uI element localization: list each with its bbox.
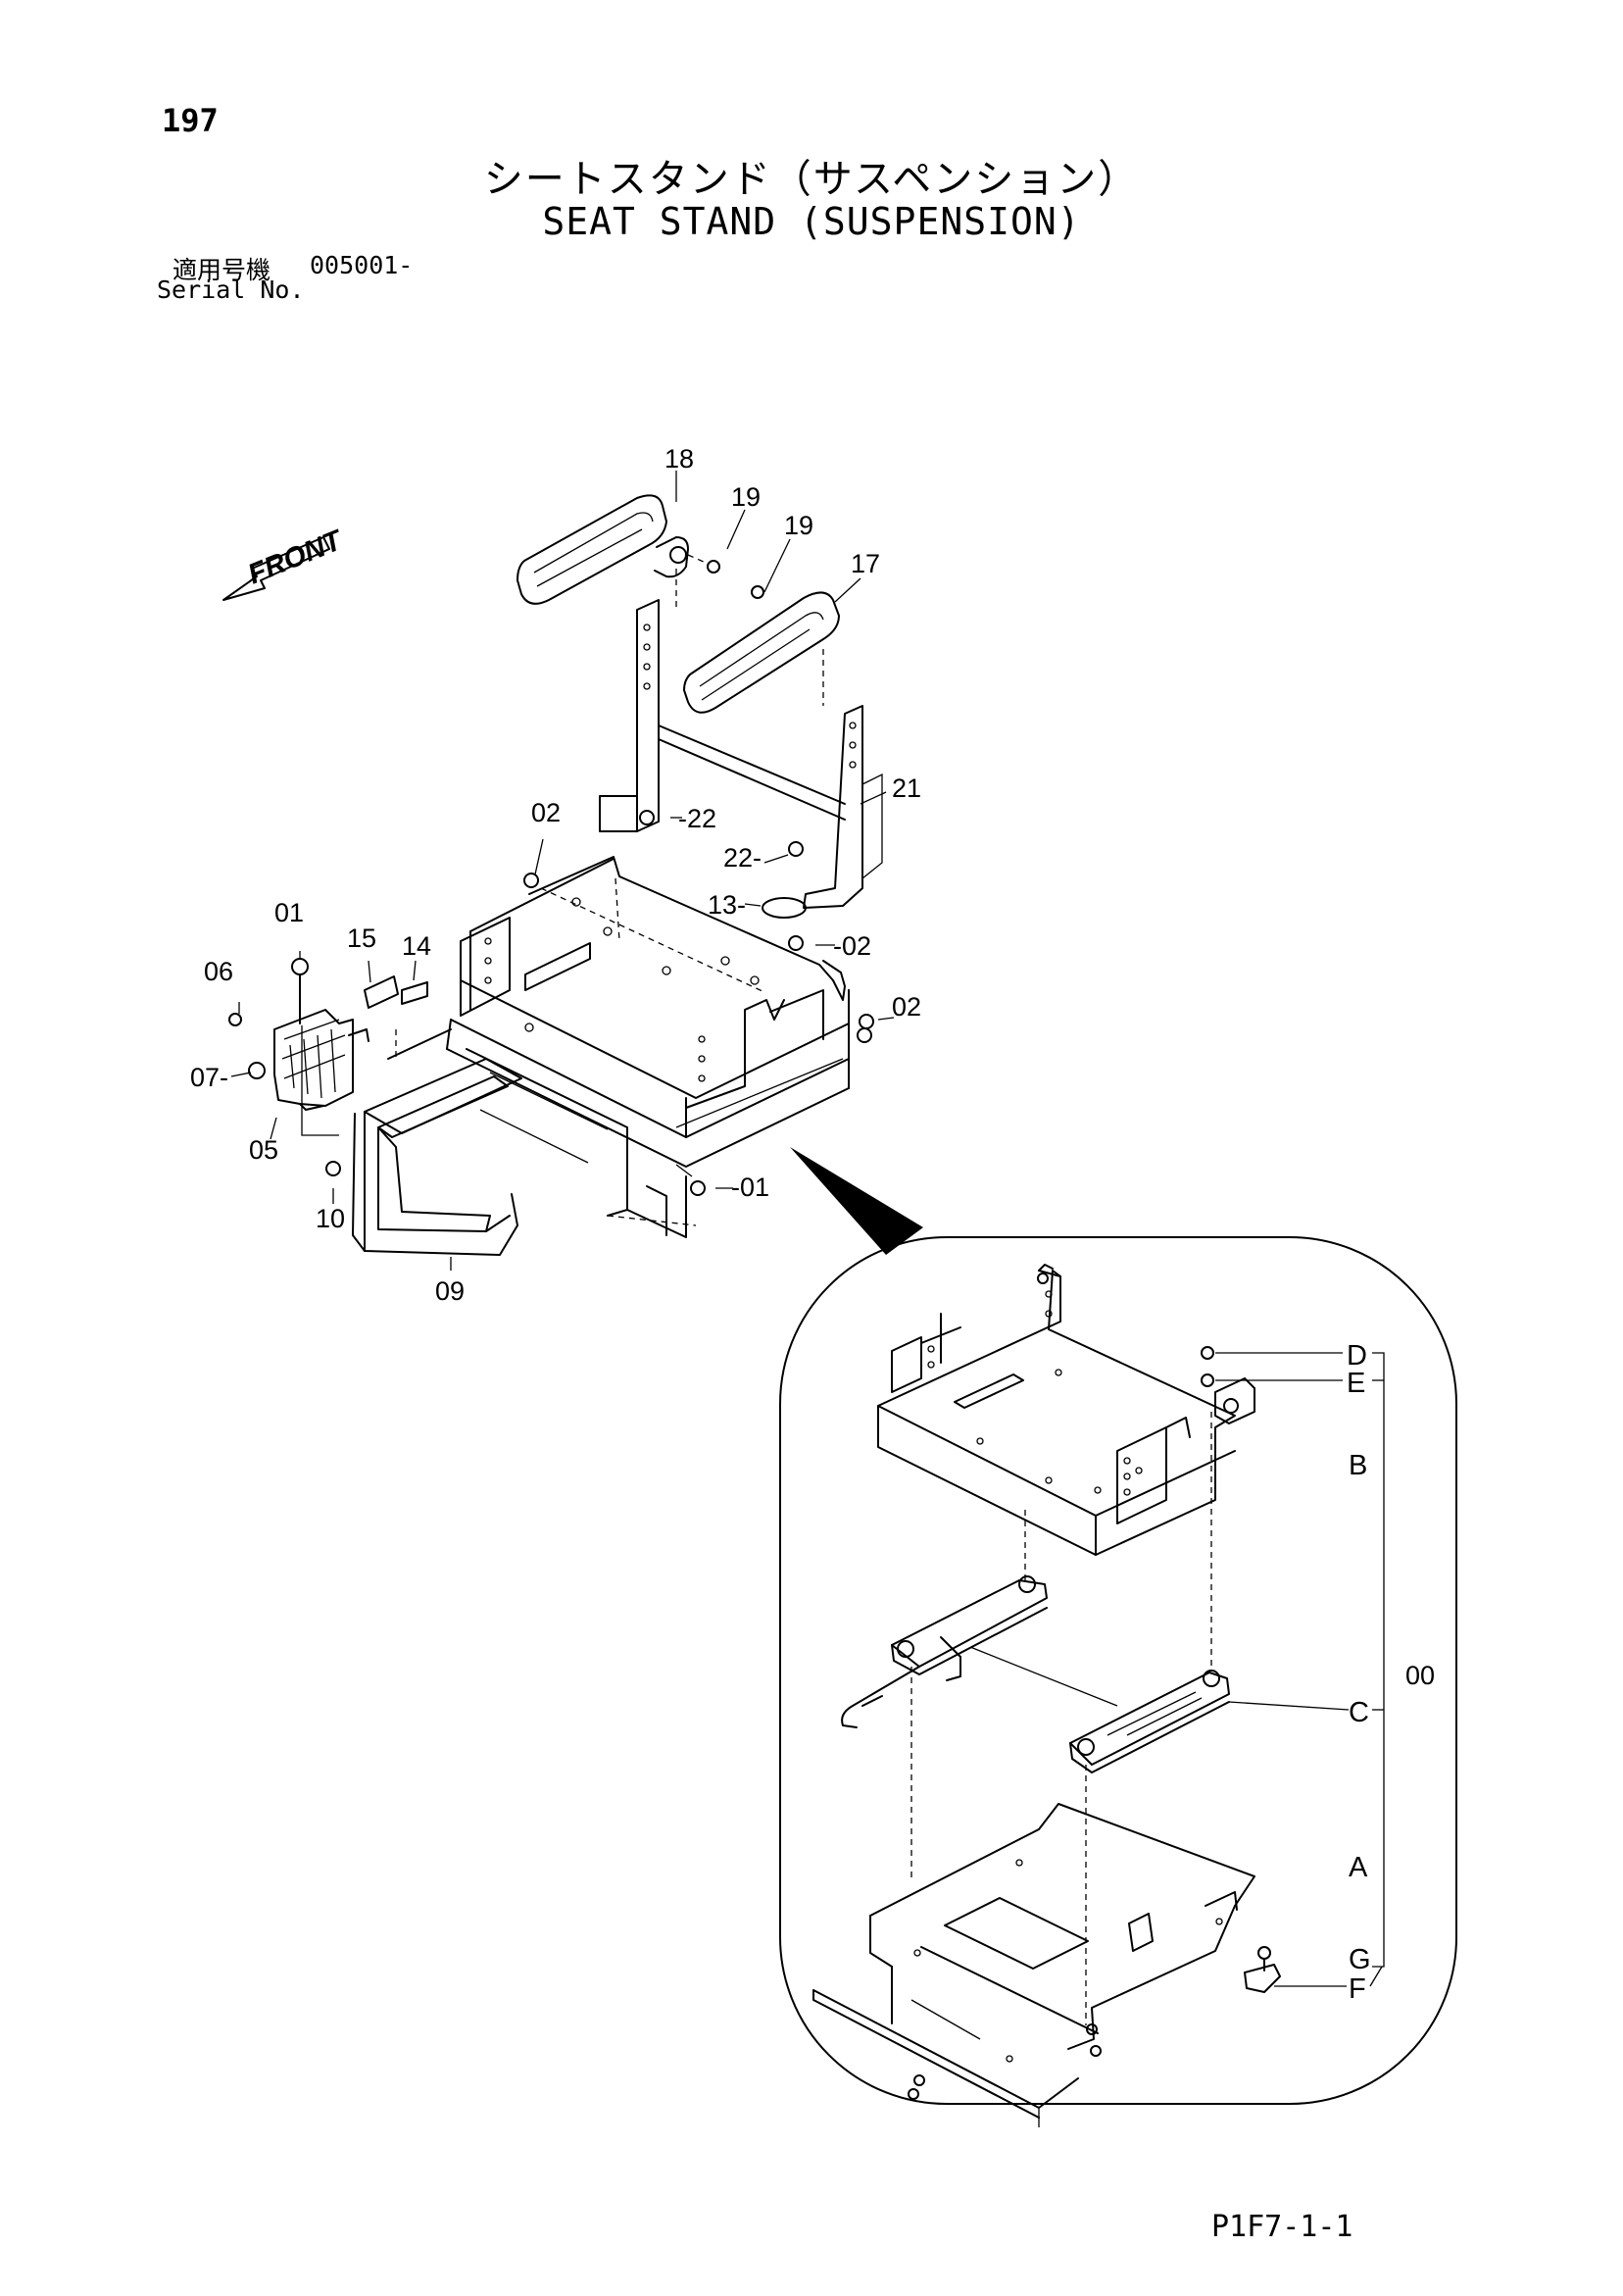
slide-rails xyxy=(841,1575,1230,1773)
detail-leader-lines xyxy=(1215,1352,1385,1987)
callout-02-c: 02 xyxy=(892,992,921,1022)
callout-labels-upper: 18 19 19 17 21 02 -22 22- 13- -02 02 01 … xyxy=(190,444,921,1306)
callout-22-a: -22 xyxy=(678,804,716,833)
page-title-english: SEAT STAND (SUSPENSION) xyxy=(542,200,1081,243)
callout-05: 05 xyxy=(249,1135,278,1165)
leader-lines-upper xyxy=(230,471,895,1271)
serial-number-value: 005001- xyxy=(310,251,414,279)
bolts-lower xyxy=(325,1014,874,1196)
front-label: FRONT xyxy=(244,524,349,591)
upper-seat-plate xyxy=(877,1264,1255,1556)
front-direction-arrow: FRONT xyxy=(222,524,349,601)
callout-01-b: -01 xyxy=(731,1173,769,1202)
side-panel-05 xyxy=(228,958,369,1136)
callout-19-a: 19 xyxy=(731,482,761,512)
callout-01-a: 01 xyxy=(274,898,304,927)
callout-06: 06 xyxy=(204,957,233,986)
assembly-label-00: 00 xyxy=(1405,1661,1435,1690)
detail-pointer xyxy=(790,1147,923,1255)
seat-stand-main-frame xyxy=(450,856,850,1138)
detail-label-d: D xyxy=(1347,1340,1367,1372)
callout-09: 09 xyxy=(435,1276,465,1306)
front-cover-panel xyxy=(352,1058,522,1256)
detail-label-c: C xyxy=(1349,1697,1369,1728)
lower-frame-plate xyxy=(812,1803,1255,2127)
callout-19-b: 19 xyxy=(784,511,813,540)
figure-code: P1F7-1-1 xyxy=(1211,2210,1353,2244)
callout-18: 18 xyxy=(664,444,694,474)
detail-label-e: E xyxy=(1347,1368,1365,1399)
armrest-left xyxy=(516,494,720,605)
callout-22-b: 22- xyxy=(723,843,762,873)
callout-15: 15 xyxy=(347,923,376,953)
detail-label-b: B xyxy=(1349,1450,1367,1481)
seat-stand-lower-box xyxy=(387,1019,850,1238)
detail-hardware xyxy=(1037,1273,1281,1993)
serial-label-japanese: 適用号機 xyxy=(172,256,271,284)
detail-outline xyxy=(779,1236,1457,2105)
detail-view: D E B C A G F 00 xyxy=(779,1236,1457,2127)
serial-label-english: Serial No. xyxy=(157,275,305,304)
armrest-right xyxy=(683,585,840,714)
callout-14: 14 xyxy=(402,931,431,961)
callout-02-b: -02 xyxy=(833,931,871,961)
page-number: 197 xyxy=(162,102,219,139)
callout-17: 17 xyxy=(851,549,880,578)
page-title-japanese: シートスタンド（サスペンション） xyxy=(483,157,1140,202)
callout-07: 07- xyxy=(190,1063,228,1092)
detail-dashed-lines xyxy=(910,1412,1212,2025)
detail-labels: D E B C A G F 00 xyxy=(1347,1340,1435,2005)
callout-13: 13- xyxy=(708,890,746,920)
detail-label-g: G xyxy=(1349,1944,1371,1975)
callout-02-a: 02 xyxy=(531,798,561,827)
callout-21: 21 xyxy=(892,774,921,803)
labels-14-15 xyxy=(364,975,428,1059)
armrest-bracket-frame xyxy=(599,569,883,909)
detail-label-f: F xyxy=(1349,1973,1366,2005)
detail-label-a: A xyxy=(1349,1852,1368,1883)
callout-10: 10 xyxy=(316,1204,345,1233)
bolts-upper xyxy=(523,810,872,1043)
